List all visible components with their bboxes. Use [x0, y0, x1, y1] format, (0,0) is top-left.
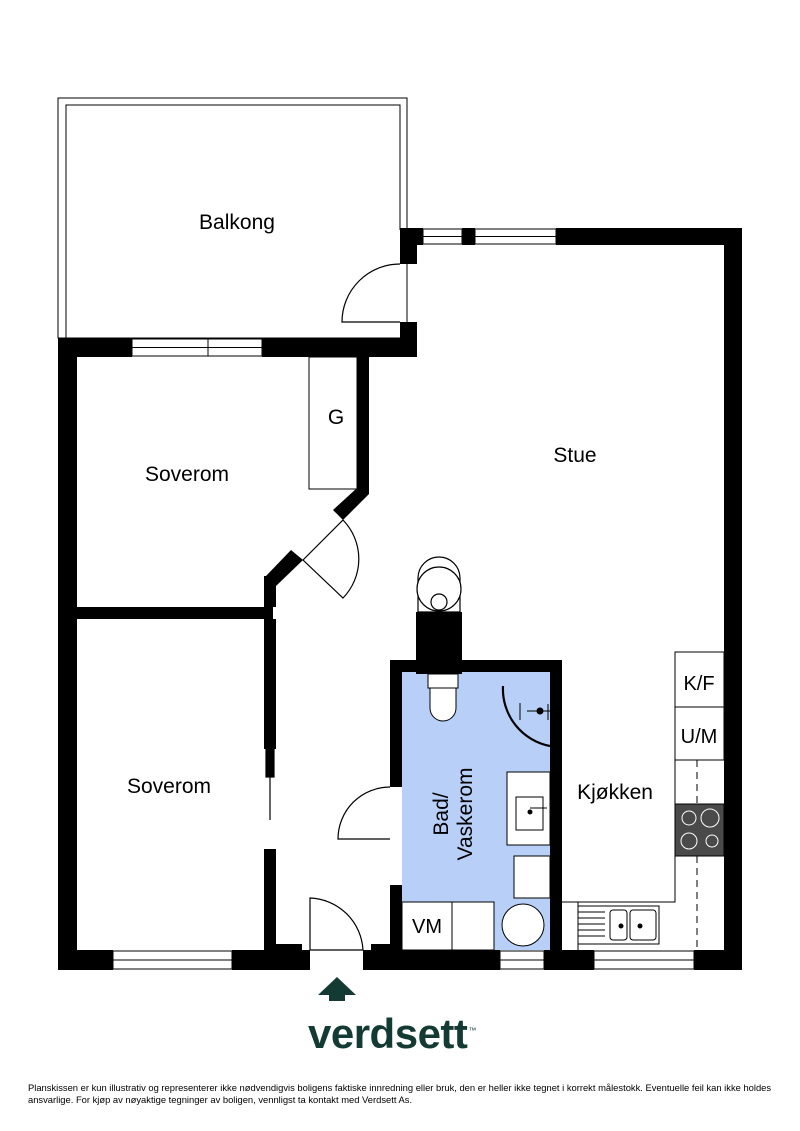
label-kf: K/F	[683, 673, 714, 695]
room-label-vaskerom: Vaskerom	[454, 768, 477, 861]
room-label-garderobe: G	[328, 406, 344, 429]
balcony	[57, 97, 408, 339]
verdsett-logo: verdsett™	[308, 1010, 508, 1060]
interior-walls	[77, 357, 562, 952]
disclaimer-text: Planskissen er kun illustrativ og repres…	[28, 1082, 772, 1105]
room-label-soverom-1: Soverom	[145, 463, 229, 486]
bathroom-fixtures	[401, 673, 553, 951]
trademark: ™	[468, 1026, 476, 1035]
doors	[265, 263, 401, 951]
room-label-kjokken: Kjøkken	[577, 781, 653, 804]
room-label-soverom-2: Soverom	[127, 775, 211, 798]
wardrobe	[308, 356, 358, 490]
kitchen-fixtures	[562, 651, 725, 950]
room-label-bad: Bad/	[430, 792, 453, 835]
exterior-walls	[58, 228, 742, 970]
label-vm: VM	[412, 916, 442, 938]
room-label-balkong: Balkong	[199, 211, 275, 234]
label-um: U/M	[681, 726, 718, 748]
brand-name: verdsett	[308, 1010, 468, 1057]
entrance-arrow	[318, 977, 356, 1001]
room-label-stue: Stue	[553, 444, 596, 467]
fireplace	[416, 556, 462, 613]
windows	[112, 228, 695, 970]
